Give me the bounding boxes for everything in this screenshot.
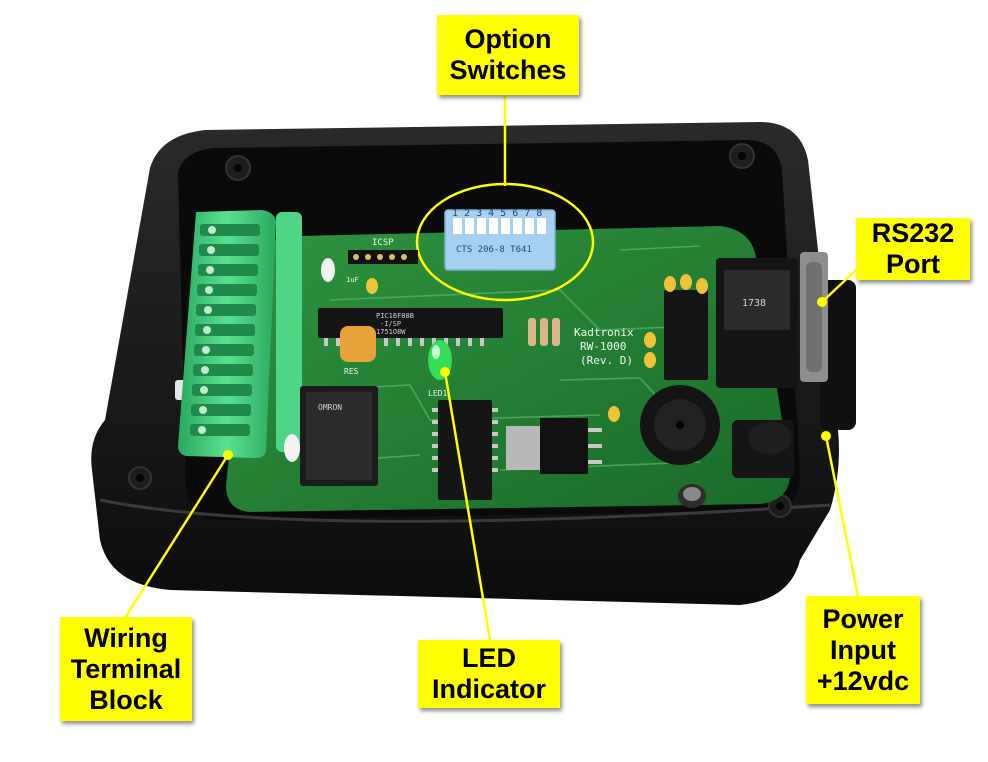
callout-option-switches-line2: Switches xyxy=(449,55,567,85)
driver-chip xyxy=(432,400,498,500)
buzzer xyxy=(640,385,720,465)
dip-text: CTS 206-8 T641 xyxy=(456,245,532,255)
callout-wiring-terminal-block-line1: Wiring xyxy=(84,622,168,653)
dip-switch: 1 2 3 4 5 6 7 8 CTS 206-8 T641 xyxy=(415,182,595,302)
callout-power-input: Power Input +12vdc xyxy=(806,596,920,704)
led-label: LED1 xyxy=(428,389,447,398)
serial-chip: 1uF xyxy=(346,274,708,422)
mcu-line2: -I/SP xyxy=(380,320,401,328)
terminal-block xyxy=(178,210,302,458)
callout-rs232-port-line2: Port xyxy=(886,249,940,279)
db9-connector: 1738 xyxy=(716,252,828,388)
callout-power-input-line2: Input xyxy=(830,634,896,665)
callout-rs232-port: RS232 Port xyxy=(856,218,970,280)
callout-wiring-terminal-block-line2: Terminal xyxy=(70,653,182,684)
icsp-label: ICSP xyxy=(372,238,394,248)
relay: OMRON xyxy=(300,386,378,486)
res-label: RES xyxy=(344,367,359,376)
callout-option-switches: Option Switches xyxy=(437,15,579,95)
voltage-regulator xyxy=(506,418,602,474)
callout-led-indicator-line2: Indicator xyxy=(431,674,546,704)
cap-label: 1uF xyxy=(346,276,359,284)
icsp-header: ICSP xyxy=(348,238,418,264)
callout-wiring-terminal-block-line3: Block xyxy=(89,684,163,715)
board-model: RW-1000 xyxy=(580,340,626,353)
board-silkscreen: Kadtronix RW-1000 (Rev. D) xyxy=(574,326,634,367)
callout-wiring-terminal-block: Wiring Terminal Block xyxy=(60,617,192,721)
callout-power-input-line3: +12vdc xyxy=(816,665,910,696)
board-revision: (Rev. D) xyxy=(580,354,633,367)
db9-label: 1738 xyxy=(742,298,766,309)
mcu-line1: PIC16F88B xyxy=(376,312,414,320)
callout-power-input-line1: Power xyxy=(822,603,904,634)
callout-rs232-port-line1: RS232 xyxy=(871,218,955,248)
callout-led-indicator-line1: LED xyxy=(462,643,516,673)
electrolytic-capacitor xyxy=(678,484,706,508)
resistors xyxy=(528,318,560,346)
callout-led-indicator: LED Indicator xyxy=(418,640,560,708)
dip-numbers: 1 2 3 4 5 6 7 8 xyxy=(452,208,542,219)
board-brand: Kadtronix xyxy=(574,326,634,339)
mcu-line3: 1751O8W xyxy=(376,328,406,336)
mcu-chip: PIC16F88B -I/SP 1751O8W RES xyxy=(318,308,503,376)
relay-label: OMRON xyxy=(318,403,342,412)
power-jack xyxy=(732,420,794,478)
callout-option-switches-line1: Option xyxy=(464,24,552,54)
